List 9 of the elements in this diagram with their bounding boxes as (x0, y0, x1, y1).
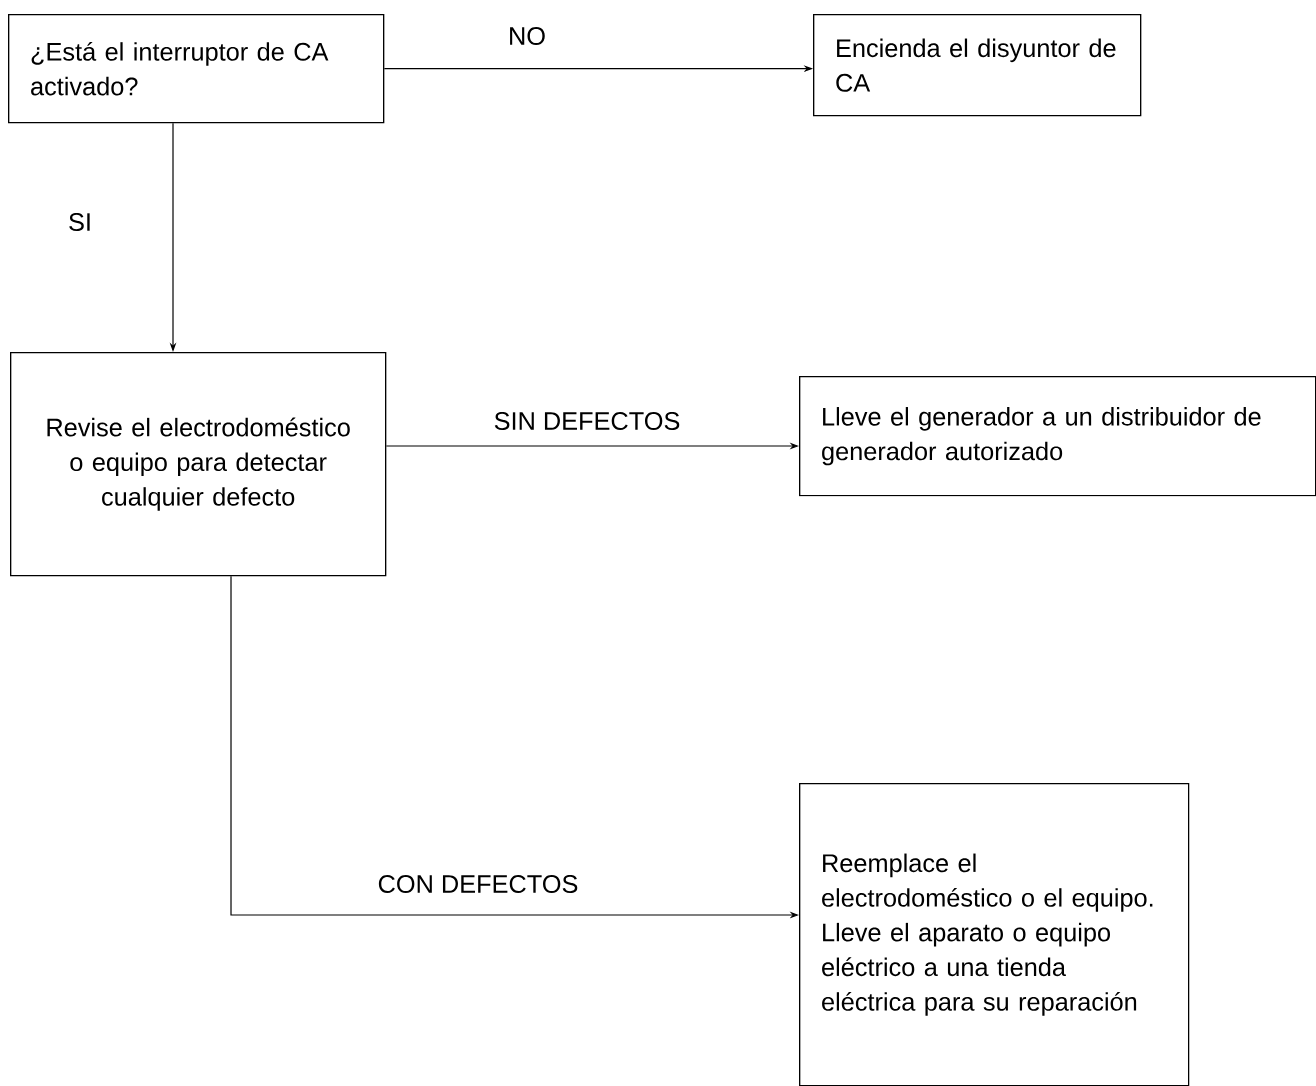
edge-label: NO (505, 24, 549, 48)
edge-label: SIN DEFECTOS (490, 409, 684, 433)
process-box: Encienda el disyuntor de CA (813, 14, 1142, 117)
process-box: Reemplace el electrodoméstico o el equipo. Lleve el aparato o equipo eléctrico a una tienda eléctrica para su reparación (799, 783, 1190, 1086)
edge-label: CON DEFECTOS (374, 872, 582, 896)
process-box: Revise el electrodoméstico o equipo para detectar cualquier defecto (10, 352, 387, 577)
process-box: ¿Está el interruptor de CA activado? (8, 14, 385, 124)
edge-label: SI (65, 210, 95, 234)
process-box: Lleve el generador a un distribuidor de generador autorizado (799, 376, 1316, 497)
